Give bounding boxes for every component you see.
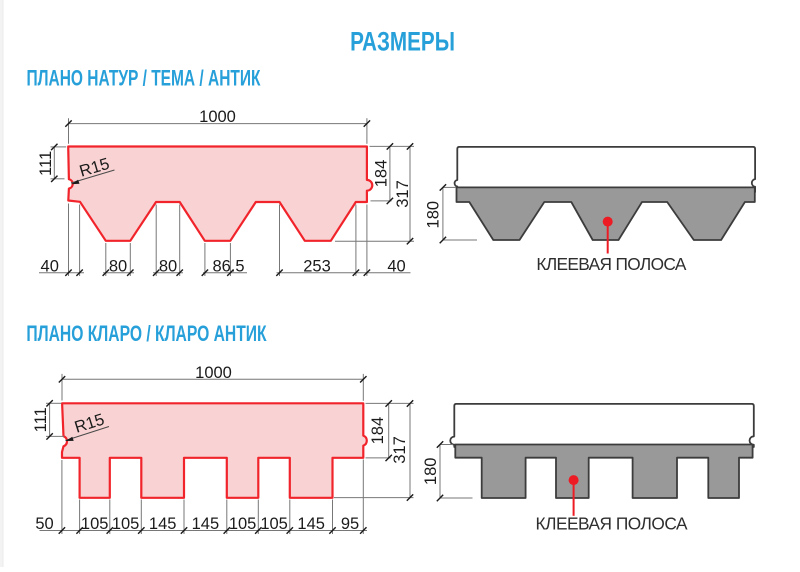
svg-text:105: 105 [81,515,109,533]
svg-text:105: 105 [112,515,140,533]
svg-text:ПЛАНО НАТУР / ТЕМА / АНТИК: ПЛАНО НАТУР / ТЕМА / АНТИК [27,67,261,91]
svg-text:180: 180 [422,458,440,486]
svg-text:317: 317 [394,180,412,208]
svg-text:КЛЕЕВАЯ ПОЛОСА: КЛЕЕВАЯ ПОЛОСА [536,254,686,274]
svg-text:184: 184 [373,160,391,188]
svg-text:184: 184 [369,417,387,445]
svg-text:145: 145 [149,515,177,533]
svg-text:40: 40 [387,257,405,275]
svg-text:95: 95 [341,515,359,533]
svg-text:1000: 1000 [199,108,236,126]
svg-text:86.5: 86.5 [212,257,244,275]
svg-text:ПЛАНО КЛАРО / КЛАРО АНТИК: ПЛАНО КЛАРО / КЛАРО АНТИК [26,323,266,347]
svg-text:180: 180 [425,201,443,229]
svg-text:1000: 1000 [195,364,232,382]
svg-text:КЛЕЕВАЯ ПОЛОСА: КЛЕЕВАЯ ПОЛОСА [536,513,688,533]
svg-text:253: 253 [303,257,331,275]
svg-text:145: 145 [297,515,325,533]
svg-text:105: 105 [229,515,257,533]
svg-text:111: 111 [32,407,50,432]
svg-text:40: 40 [41,257,59,275]
svg-text:317: 317 [391,436,409,464]
svg-text:111: 111 [37,151,55,176]
svg-text:50: 50 [35,515,53,533]
svg-text:145: 145 [192,515,220,533]
svg-text:80: 80 [109,257,127,275]
svg-text:80: 80 [159,257,177,275]
svg-text:105: 105 [260,515,288,533]
svg-text:РАЗМЕРЫ: РАЗМЕРЫ [350,27,455,57]
